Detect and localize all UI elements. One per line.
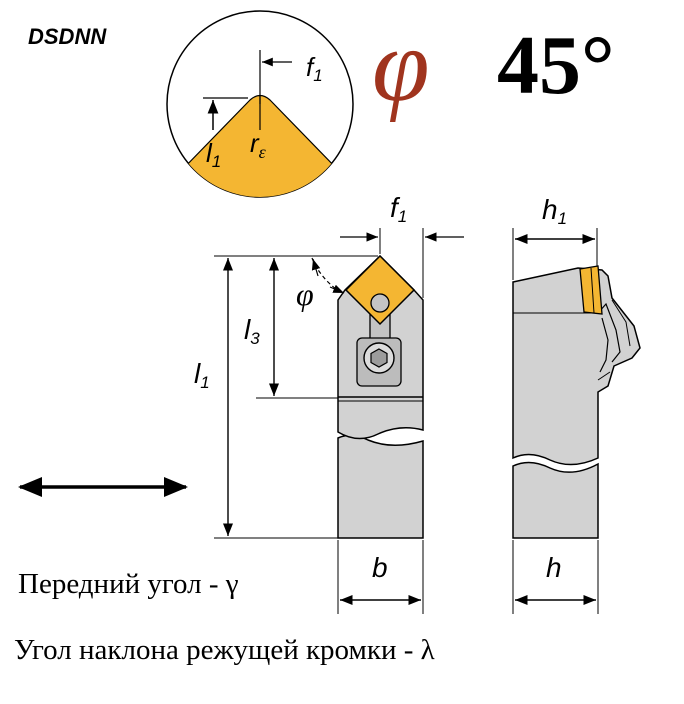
feed-direction-arrow	[18, 477, 188, 497]
front-view	[214, 228, 464, 614]
insert-square	[344, 254, 416, 326]
front-l1-label: l1	[194, 358, 210, 392]
insert-hole	[370, 293, 390, 313]
approach-angle-value: 45°	[497, 19, 615, 112]
detail-l1-label: l1	[206, 138, 222, 171]
side-shank-lower	[512, 461, 599, 539]
side-head	[512, 267, 641, 466]
front-l3-label: l3	[244, 314, 260, 348]
tool-code-label: DSDNN	[28, 24, 107, 49]
shank-lower	[337, 434, 424, 539]
side-insert	[579, 265, 603, 315]
front-b-label: b	[372, 552, 388, 583]
approach-angle-symbol: φ	[372, 8, 430, 123]
front-f1-label: f1	[390, 192, 408, 226]
hex-socket-icon	[370, 348, 388, 368]
detail-radius-label: rε	[250, 128, 266, 162]
side-view	[512, 228, 641, 614]
side-h1-label: h1	[542, 194, 568, 228]
inclination-angle-note: Угол наклона режущей кромки - λ	[14, 634, 435, 666]
rake-angle-note: Передний угол - γ	[18, 568, 239, 600]
side-h-label: h	[546, 552, 562, 583]
front-phi-label: φ	[296, 276, 314, 312]
detail-f1-label: f1	[306, 52, 323, 85]
insert-detail-view	[166, 10, 354, 198]
